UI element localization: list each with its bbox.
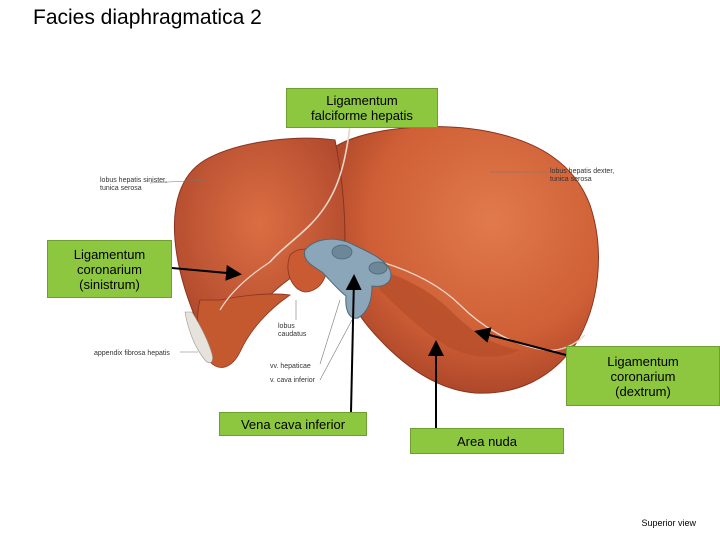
small-label-tunica-serosa-right: tunica serosa: [550, 176, 592, 183]
view-caption: Superior view: [641, 518, 696, 528]
small-label-lobus-dexter: lobus hepatis dexter,: [550, 168, 614, 175]
small-label-appendix: appendix fibrosa hepatis: [94, 350, 170, 357]
small-label-v-cava: v. cava inferior: [270, 377, 316, 384]
label-area-nuda: Area nuda: [410, 428, 564, 454]
small-label-lobus-sinister: lobus hepatis sinister,: [100, 177, 167, 184]
label-ligamentum-coronarium-sinistrum: Ligamentum coronarium (sinistrum): [47, 240, 172, 298]
hepatic-vein-opening: [332, 245, 352, 259]
small-label-vv-hepaticae: vv. hepaticae: [270, 363, 311, 370]
small-label-lobus: lobus: [278, 323, 295, 330]
label-vena-cava-inferior: Vena cava inferior: [219, 412, 367, 436]
small-label-caudatus: caudatus: [278, 331, 307, 338]
label-ligamentum-coronarium-dextrum: Ligamentum coronarium (dextrum): [566, 346, 720, 406]
small-label-tunica-serosa-left: tunica serosa: [100, 185, 142, 192]
label-ligamentum-falciforme: Ligamentum falciforme hepatis: [286, 88, 438, 128]
hepatic-vein-opening-2: [369, 262, 387, 274]
